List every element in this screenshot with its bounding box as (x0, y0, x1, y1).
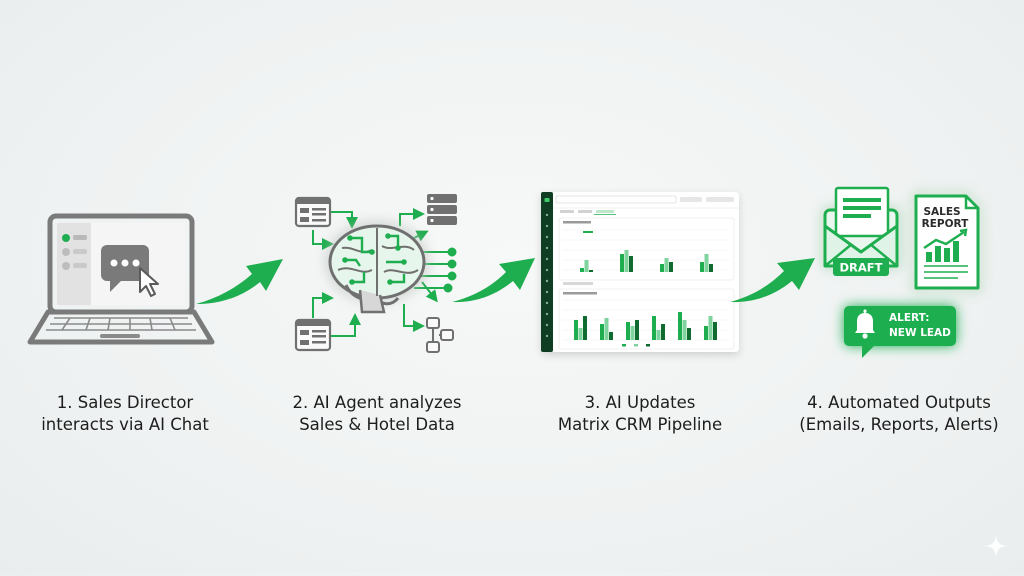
table-doc-icon (294, 196, 332, 228)
crm-bar (604, 318, 609, 340)
crm-bar (709, 264, 713, 272)
flowchart-icon (426, 317, 454, 353)
chat-bubble-icon (101, 245, 149, 292)
crm-bar (629, 256, 633, 272)
crm-bar (574, 320, 578, 340)
report-title-line1: SALES (923, 206, 960, 218)
database-server-icon (427, 194, 457, 225)
crm-bar (713, 322, 717, 340)
bar-chart-top (580, 231, 713, 272)
crm-bar (630, 326, 635, 340)
flow-arrow-2 (452, 258, 535, 303)
crm-dashboard-screenshot (541, 192, 739, 352)
crm-bar (660, 264, 664, 272)
crm-bar (583, 316, 587, 340)
ai-brain-analysis-icon (294, 194, 457, 353)
crm-bar (669, 262, 673, 272)
crm-bar (664, 258, 669, 272)
email-draft-label: DRAFT (839, 261, 882, 275)
bar-chart-bottom (574, 312, 717, 340)
crm-bar (704, 326, 708, 340)
crm-bar (584, 260, 589, 272)
crm-bar (678, 312, 682, 340)
crm-bar (589, 270, 593, 272)
crm-bar (635, 320, 639, 340)
cursor-icon (139, 267, 159, 297)
report-bar-icon (926, 241, 959, 262)
alert-line1: ALERT: (889, 312, 929, 324)
crm-bar (583, 231, 593, 233)
crm-bar (578, 328, 583, 340)
sales-report-icon: SALES REPORT (914, 194, 980, 290)
crm-bar (661, 324, 665, 340)
sparkle-icon (984, 534, 1008, 558)
crm-bar (600, 324, 604, 340)
crm-bar (620, 254, 624, 272)
alert-line2: NEW LEAD (889, 327, 951, 339)
bell-icon (855, 309, 875, 339)
crm-bar (626, 322, 630, 340)
crm-bar (624, 250, 629, 272)
step-4-label: 4. Automated Outputs(Emails, Reports, Al… (799, 393, 999, 434)
crm-bar (580, 268, 584, 272)
laptop-chat-icon (27, 213, 215, 345)
crm-bar (682, 320, 687, 340)
flow-arrow-1 (196, 259, 283, 304)
crm-bar (609, 332, 613, 340)
crm-sidebar (541, 192, 553, 352)
crm-bar (656, 330, 661, 340)
crm-bar (687, 328, 691, 340)
crm-bar (704, 254, 709, 272)
email-draft-icon: DRAFT (823, 186, 899, 276)
table-doc-icon-2 (294, 318, 332, 352)
new-lead-alert-icon: ALERT: NEW LEAD (844, 306, 956, 358)
crm-bar (708, 316, 713, 340)
flow-arrow-3 (730, 258, 815, 303)
report-title-line2: REPORT (922, 218, 969, 230)
crm-bar (652, 316, 656, 340)
crm-bar (700, 262, 704, 272)
